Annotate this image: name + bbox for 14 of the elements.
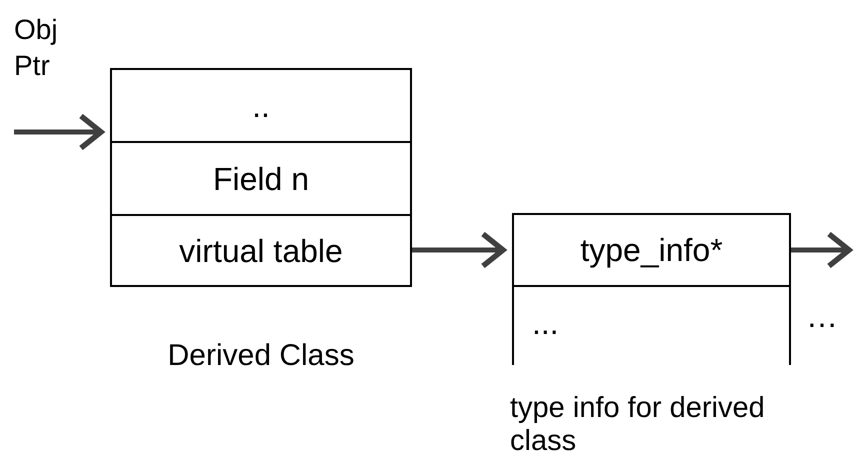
arrow [14,113,104,151]
table-box [110,68,412,287]
node-label: type info for derived class [510,392,766,459]
ellipsis: … [806,300,838,332]
table-cell: Field n [110,141,412,214]
table-cell: .. [110,68,412,141]
table-box [512,213,791,365]
node-label: Derived Class [166,338,356,374]
pointer-label: Obj Ptr [14,13,59,84]
arrow [412,231,506,269]
table-cell: ... [514,287,789,365]
arrow [791,231,852,269]
table-cell: type_info* [514,213,789,287]
table-cell: virtual table [110,214,412,287]
